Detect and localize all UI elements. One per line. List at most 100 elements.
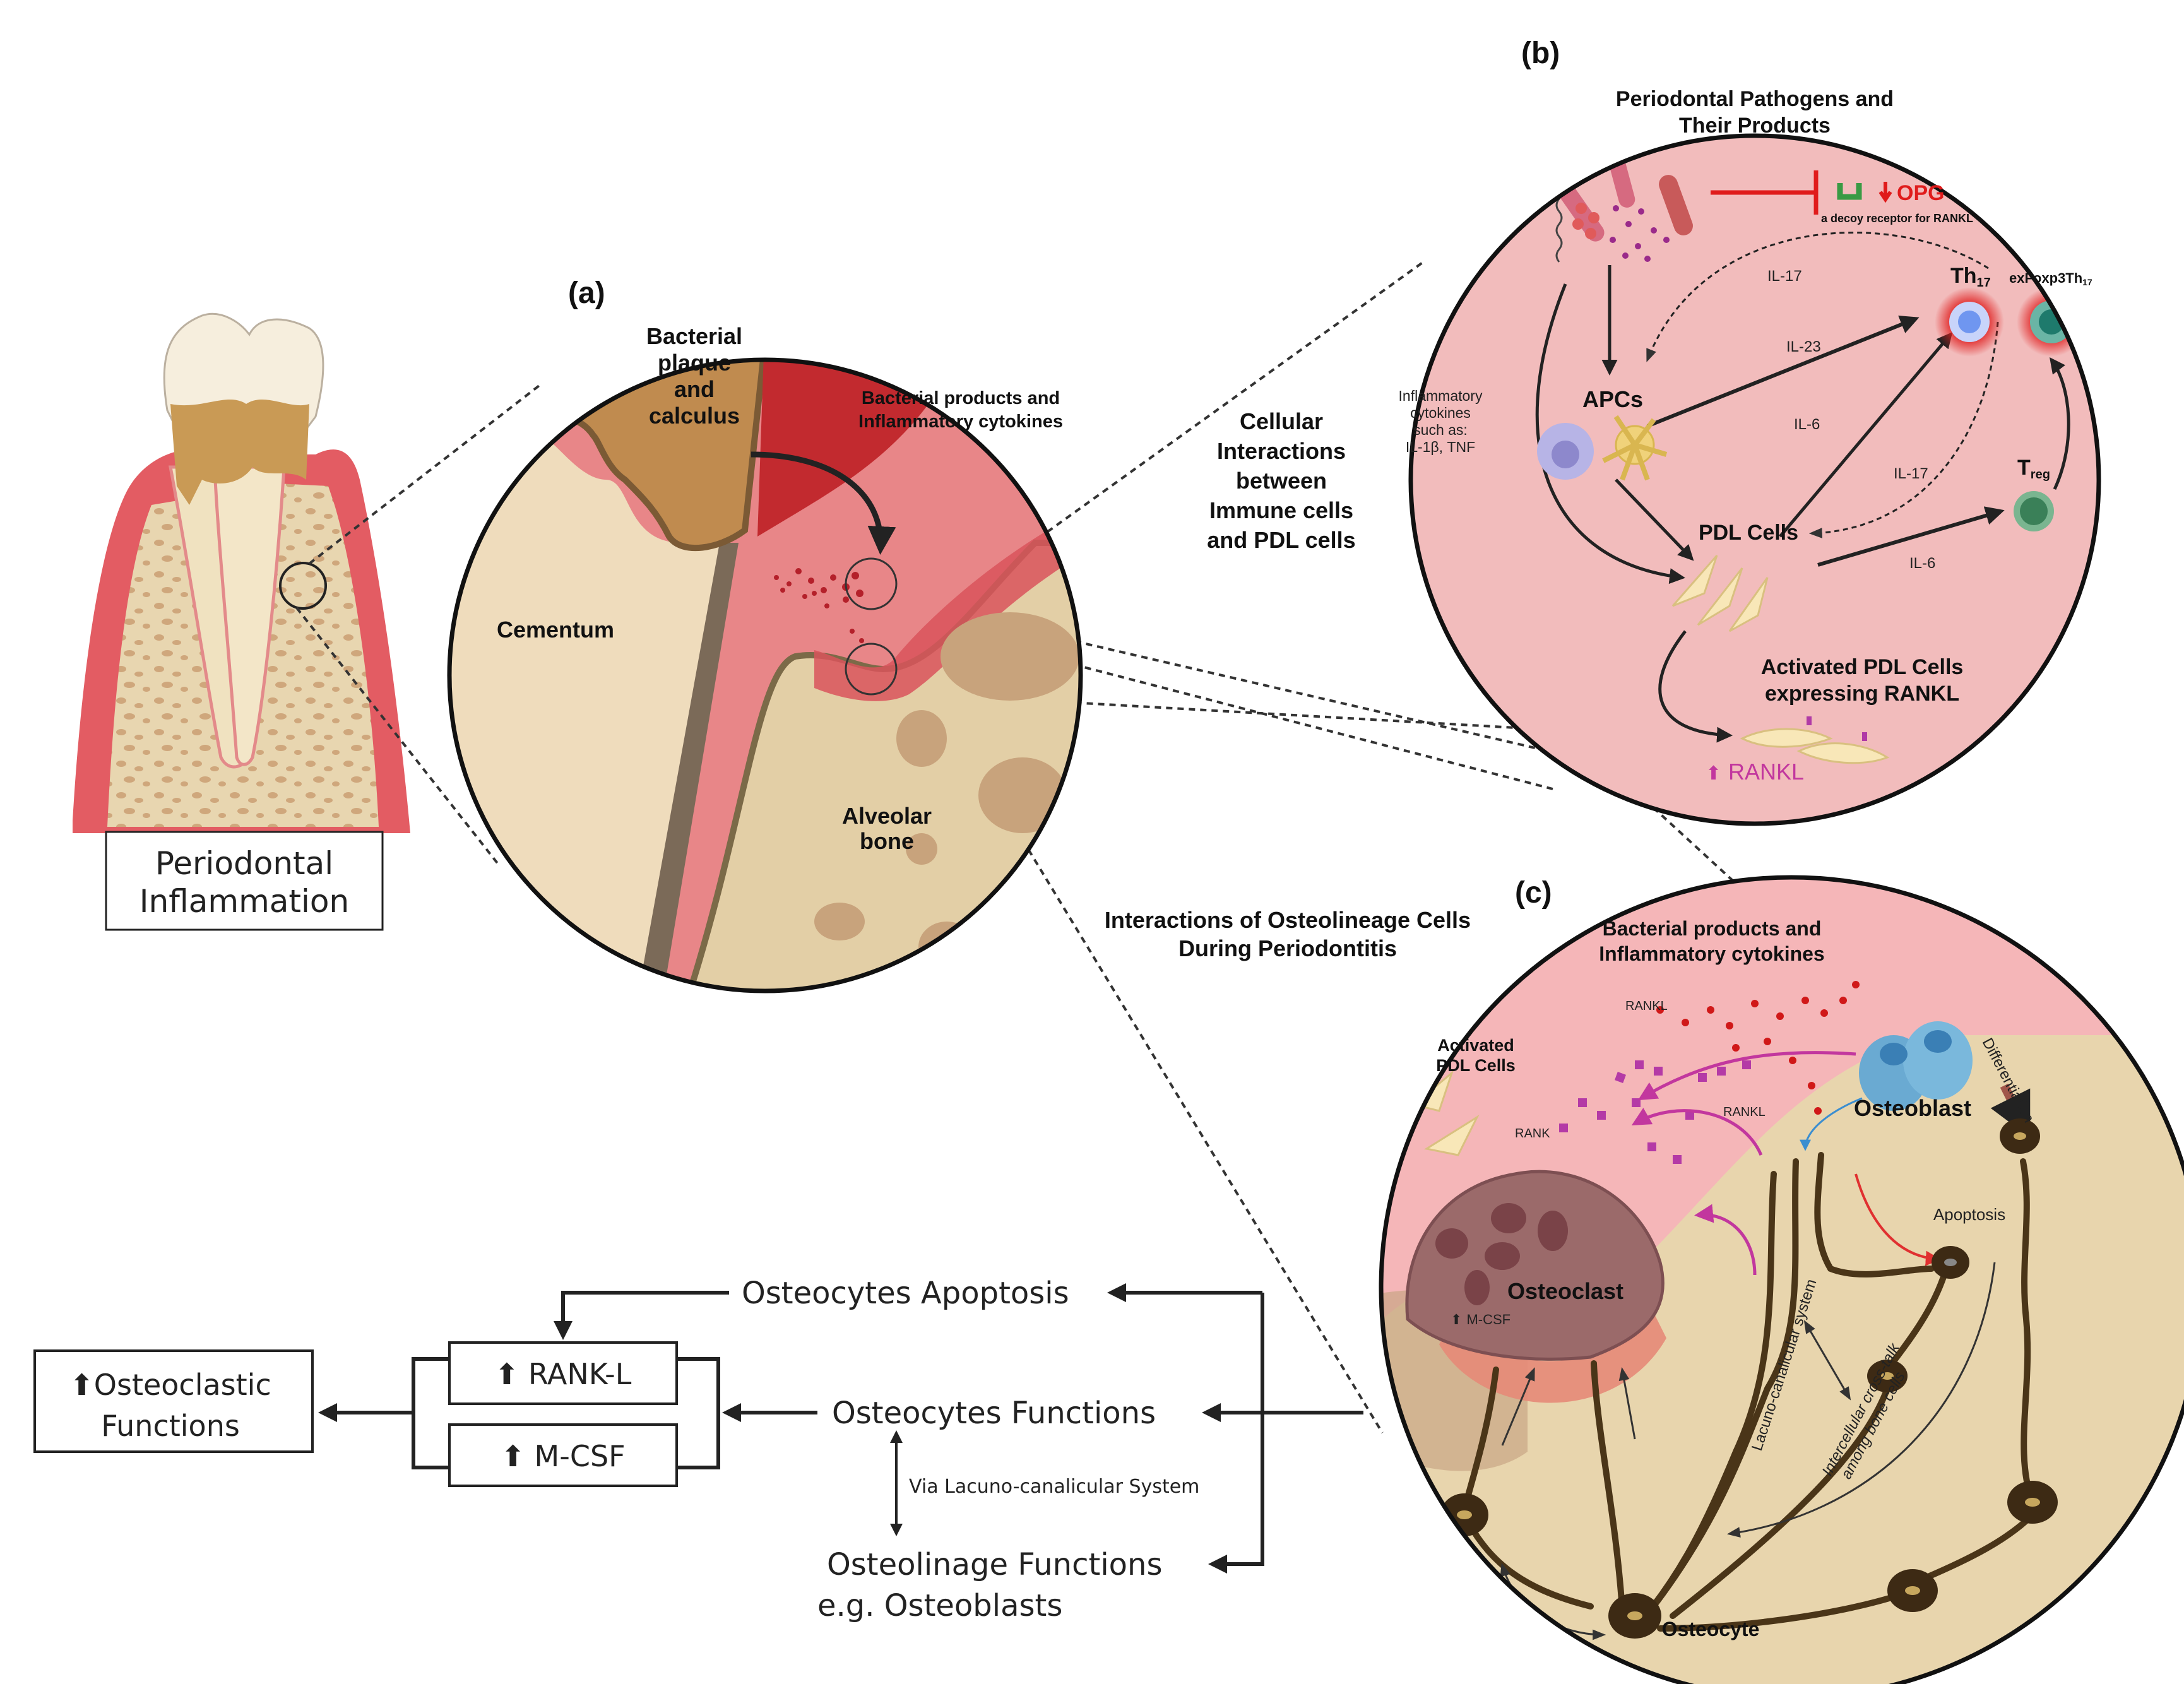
apcs-label: APCs — [1582, 386, 1643, 412]
cytokine-dots — [774, 568, 864, 643]
inflam-cytokines-label: such as: — [1413, 422, 1468, 438]
il6-lower-label: IL-6 — [1909, 555, 1935, 572]
opg-label: OPG — [1897, 181, 1945, 205]
osteoclast-nuclei — [1435, 1203, 1568, 1305]
mcsf-arrow — [1501, 1367, 1535, 1446]
il17-lower-label: IL-17 — [1894, 465, 1928, 482]
pdl-cells-label: PDL Cells — [1699, 521, 1798, 545]
osteocyte-nuclei — [1457, 1132, 2040, 1620]
panel-c: (c) Bacterial products and Inflammatory … — [1379, 875, 2184, 1684]
alveolar-bone-label: bone — [860, 828, 914, 854]
osteocytes-functions-label: Osteocytes Functions — [832, 1396, 1156, 1431]
cellular-label: Immune cells — [1209, 497, 1353, 523]
il17-top-label: IL-17 — [1767, 268, 1802, 285]
treg-to-exfoxp3-arrow — [2050, 357, 2070, 490]
osteoclastic-up-icon: ⬆ — [69, 1368, 94, 1402]
th17-label: Th17 — [1950, 264, 1991, 290]
osteoclastic-functions-box — [33, 1349, 314, 1453]
rankl-particles — [1559, 1060, 1751, 1164]
activated-pdl-label: Activated PDL Cells — [1761, 655, 1964, 679]
cementum-region — [449, 442, 726, 991]
cellular-label: and PDL cells — [1207, 527, 1355, 553]
rankl-arrow-lower — [1694, 1204, 1757, 1276]
mcsf-box-label: ⬆ M-CSF — [501, 1439, 625, 1473]
lacuno-arrow — [1803, 1320, 1851, 1401]
panel-c-title: Bacterial products and — [1603, 917, 1822, 940]
inflam-to-pdl-arrow — [1535, 283, 1685, 584]
eg-osteoblasts-label: e.g. Osteoblasts — [817, 1588, 1062, 1623]
activated-pdl-label: expressing RANKL — [1765, 682, 1959, 706]
pdl-cells-icon — [1671, 555, 1769, 632]
treg-label: Treg — [2017, 456, 2050, 482]
opg-receptor-icon — [1837, 183, 1862, 200]
mcsf-c-label: ⬆ M-CSF — [1451, 1312, 1510, 1328]
mcsf-arrow-2 — [1618, 1367, 1636, 1440]
pdl-to-th17-arrow — [1779, 332, 1953, 538]
bone-pore — [896, 710, 947, 767]
cementum-label: Cementum — [497, 617, 614, 643]
cytokine-dots-c — [1656, 981, 1860, 1115]
mcsf-up-icon: ⬆ — [1451, 1312, 1466, 1328]
opg-down-arrow-icon — [1878, 182, 1892, 203]
osteoclast-cell — [1405, 1170, 1665, 1361]
mcsf-up-icon: ⬆ — [501, 1439, 534, 1473]
osteoclast-label: Osteoclast — [1507, 1278, 1623, 1304]
plaque-label: and — [674, 376, 715, 402]
products-arrow — [751, 451, 896, 555]
rankl-arrow-mid — [1631, 1108, 1763, 1156]
dark-gingiva — [757, 360, 959, 537]
pathogens-title: Their Products — [1679, 114, 1831, 138]
rankl-up-label: RANKL — [1728, 759, 1804, 785]
tooth-illustration: Periodontal Inflammation — [73, 312, 410, 931]
activated-pdl-cells-icon — [1740, 716, 1890, 764]
apc-to-pdl-arrow — [1615, 478, 1694, 561]
inflam-cytokines-label: IL-1β, TNF — [1406, 439, 1475, 455]
osteoblast-blue-arrow — [1800, 1097, 1863, 1151]
tooth-root-right — [213, 465, 286, 766]
via-lacuno-label: Via Lacuno-canalicular System — [909, 1476, 1199, 1498]
il6-upper-label: IL-6 — [1794, 416, 1820, 433]
zoom-circle-upper — [845, 557, 898, 610]
activated-pdl-c-label: PDL Cells — [1436, 1056, 1516, 1075]
panel-c-border — [1379, 875, 2184, 1684]
products-label: Inflammatory cytokines — [858, 412, 1063, 432]
bone-pore — [978, 757, 1067, 833]
rankl-box-label: ⬆ RANK-L — [495, 1357, 632, 1391]
exfoxp3-label: exFoxp3Th17 — [2009, 270, 2092, 287]
zoom-circle-lower — [845, 643, 898, 696]
cellular-label: between — [1236, 468, 1327, 494]
osteocytes-apoptosis-label: Osteocytes Apoptosis — [742, 1276, 1069, 1311]
il23-label: IL-23 — [1786, 338, 1821, 355]
cellular-label: Cellular — [1240, 408, 1323, 434]
inflamed-ligament — [814, 530, 1060, 701]
bone-pore — [906, 833, 937, 865]
rankl-up-arrow-icon: ⬆ — [1706, 762, 1721, 785]
flow-lines — [318, 1283, 1363, 1574]
inflam-cytokines-label: cytokines — [1410, 405, 1471, 421]
rankl-box — [448, 1341, 678, 1405]
zoom-circle-tooth — [279, 562, 327, 610]
osteo-interactions-label: Interactions of Osteolineage Cells — [1105, 907, 1471, 933]
osteo-interactions-label: During Periodontitis — [1178, 935, 1397, 961]
opg-sub-label: a decoy receptor for RANKL — [1821, 212, 1973, 225]
panel-b-background — [1411, 136, 2099, 824]
panel-a-border — [447, 357, 1083, 993]
bone-pore — [814, 903, 865, 940]
panel-c-title: Inflammatory cytokines — [1599, 942, 1824, 965]
pathogens-title: Periodontal Pathogens and — [1616, 87, 1894, 111]
plaque-label: calculus — [649, 403, 740, 429]
panel-c-tag: (c) — [1515, 876, 1552, 910]
osteolinage-functions-label: Osteolinage Functions — [827, 1547, 1162, 1582]
osteoclastic-label-line2: Functions — [101, 1409, 240, 1443]
rankl-mid-label: RANKL — [1723, 1105, 1766, 1119]
dendritic-cell — [1602, 415, 1668, 481]
panel-b-border — [1408, 133, 2101, 826]
panel-b-tag: (b) — [1521, 37, 1560, 70]
rankl-top-label: RANKL — [1625, 999, 1668, 1013]
panel-b: (b) Periodontal Pathogens and Their Prod… — [1399, 37, 2101, 826]
plaque-label: plaque — [658, 350, 731, 376]
osteocyte-label: Osteocyte — [1662, 1618, 1760, 1640]
osteoclastic-label: ⬆Osteoclastic — [69, 1368, 271, 1402]
panel-a: (a) Bacterial plaque and calculus Bacter… — [447, 276, 1083, 993]
